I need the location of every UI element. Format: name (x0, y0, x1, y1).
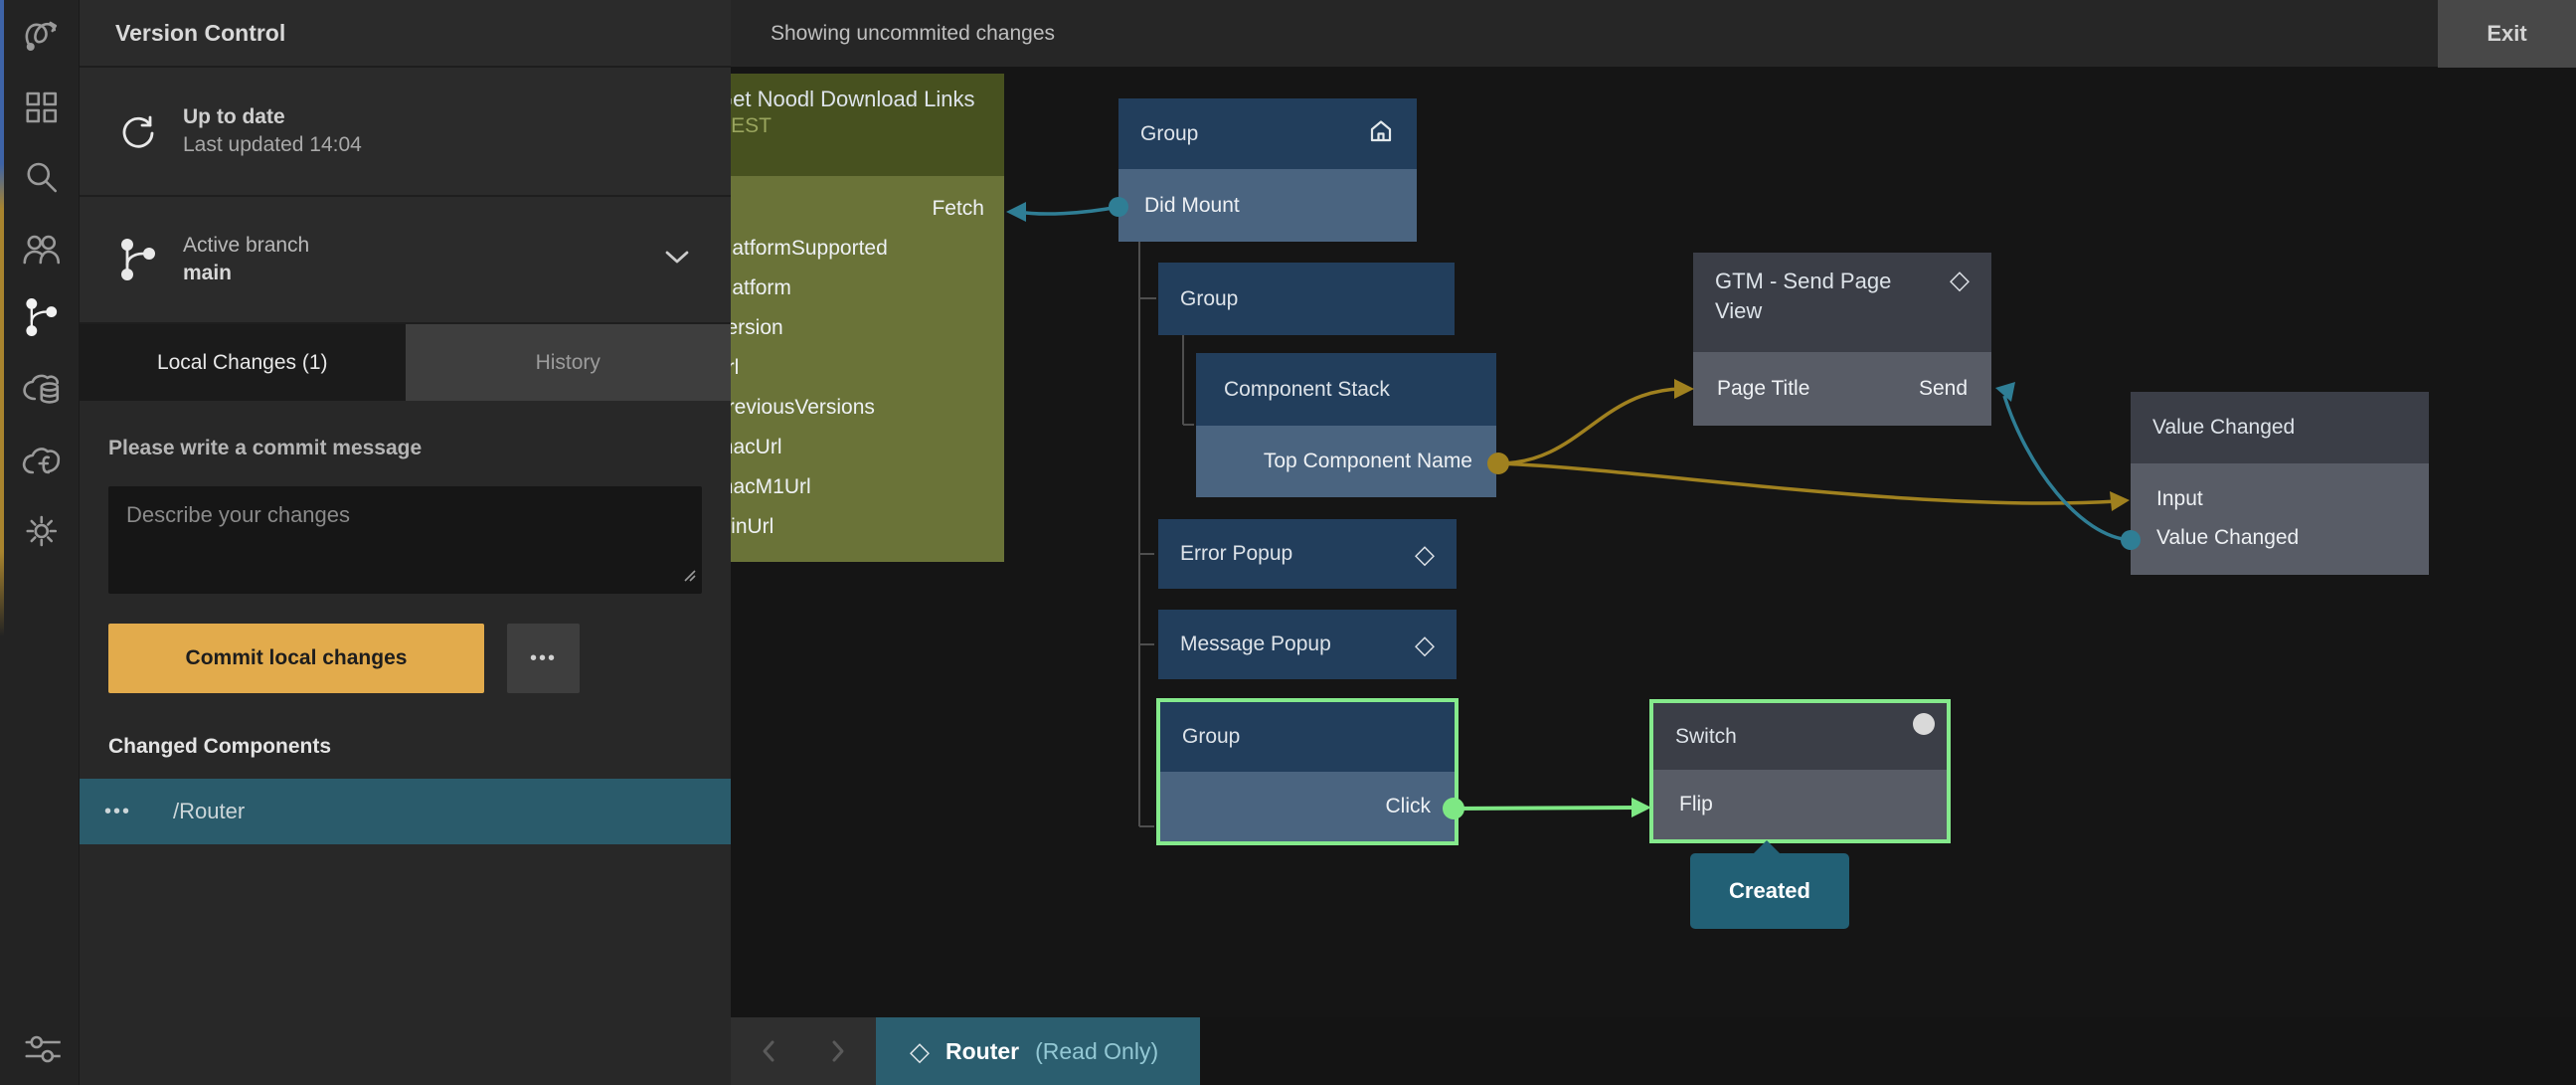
port-top-component-name[interactable]: Top Component Name (1263, 450, 1472, 472)
branch-name: main (183, 262, 233, 284)
port[interactable]: version (716, 316, 783, 339)
changed-components-heading: Changed Components (108, 735, 331, 758)
node-value-changed[interactable]: Value Changed Input Value Changed (2131, 392, 2429, 575)
port-value-changed[interactable]: Value Changed (2156, 525, 2300, 549)
sidebar-item-version-control[interactable] (19, 295, 63, 339)
refresh-icon[interactable] (115, 108, 161, 154)
port[interactable]: winUrl (716, 515, 774, 538)
git-branch-icon (115, 237, 161, 282)
sidebar-item-preferences[interactable] (19, 1026, 63, 1070)
panel-header: Version Control (80, 0, 731, 68)
topbar-status-text: Showing uncommited changes (771, 21, 1056, 45)
port[interactable]: macUrl (716, 436, 782, 458)
port[interactable]: url (696, 348, 1004, 388)
port-fetch[interactable]: Fetch (932, 197, 984, 220)
component-tab-name: Router (945, 1037, 1020, 1064)
created-badge: Created (1690, 840, 1849, 929)
commit-area: Please write a commit message Commit loc… (80, 437, 731, 693)
item-dots-icon[interactable]: ••• (104, 800, 132, 822)
node-title: Value Changed (2152, 416, 2296, 439)
port[interactable]: platformSupported (716, 237, 888, 260)
nav-history-segment (731, 1017, 876, 1085)
sidebar-item-cloud-data[interactable] (19, 368, 63, 412)
sidebar-item-collaboration[interactable] (19, 227, 63, 271)
node-rest[interactable]: Get Noodl Download Links REST Fetch plat… (696, 74, 1004, 562)
active-branch-section[interactable]: Active branch main (80, 197, 731, 324)
nav-forward-button[interactable] (820, 1034, 854, 1068)
node-title: Error Popup (1180, 542, 1293, 565)
node-gtm-send-page-view[interactable]: GTM - Send Page View ◇ Page Title Send (1693, 253, 1991, 426)
chevron-down-icon[interactable] (663, 249, 691, 271)
tab-history[interactable]: History (405, 324, 731, 401)
port[interactable]: platform (716, 276, 791, 299)
sidebar-item-settings[interactable] (19, 509, 63, 553)
node-title: Message Popup (1180, 633, 1331, 655)
sidebar-item-cloud-functions[interactable] (19, 439, 63, 482)
node-rest-header: Get Noodl Download Links REST (696, 74, 1004, 176)
exit-button[interactable]: Exit (2438, 0, 2576, 68)
more-options-button[interactable]: ••• (507, 624, 580, 693)
commit-button[interactable]: Commit local changes (108, 624, 484, 693)
node-subtitle: REST (716, 114, 773, 137)
sidebar-item-noodl-logo[interactable] (19, 12, 63, 56)
port-click[interactable]: Click (1385, 795, 1432, 817)
home-icon (1367, 117, 1395, 151)
node-title: GTM - Send Page View (1715, 269, 1892, 323)
version-control-panel: Version Control Up to date Last updated … (80, 0, 731, 1085)
component-diamond-icon: ◇ (1415, 630, 1435, 659)
changed-component-row[interactable]: ••• /Router (80, 779, 731, 844)
node-group-root[interactable]: Group Did Mount (1118, 98, 1417, 242)
component-diamond-icon: ◇ (1950, 265, 1970, 294)
sidebar-item-search[interactable] (19, 155, 63, 199)
node-switch[interactable]: Switch Flip (1649, 699, 1951, 843)
badge-pointer (1753, 840, 1781, 854)
node-title: Group (1180, 286, 1239, 310)
changed-component-name: /Router (173, 799, 246, 823)
port[interactable]: macM1Url (716, 475, 811, 498)
resize-handle[interactable] (681, 567, 697, 588)
node-title: Switch (1675, 724, 1737, 748)
branch-label: Active branch (183, 234, 310, 257)
commit-message-label: Please write a commit message (108, 437, 423, 459)
panel-title: Version Control (115, 19, 286, 46)
vc-tabs: Local Changes (1) History (80, 324, 731, 401)
sidebar-item-components-grid[interactable] (19, 86, 63, 129)
window-edge-accent (0, 0, 4, 1085)
canvas-footer-bar: ◇ Router (Read Only) (731, 1017, 2576, 1085)
component-diamond-icon: ◇ (1415, 539, 1435, 569)
node-error-popup[interactable]: Error Popup ◇ (1158, 519, 1457, 589)
component-tab-router[interactable]: ◇ Router (Read Only) (876, 1017, 1200, 1085)
node-rest-ports: Fetch platformSupported platform version… (696, 176, 1004, 562)
port-send[interactable]: Send (1918, 377, 1968, 400)
port-did-mount[interactable]: Did Mount (1144, 193, 1240, 217)
tab-local-changes[interactable]: Local Changes (1) (80, 324, 406, 401)
app-sidebar (0, 0, 80, 1085)
read-only-badge: (Read Only) (1035, 1037, 1159, 1064)
node-message-popup[interactable]: Message Popup ◇ (1158, 610, 1457, 679)
badge-label: Created (1729, 878, 1810, 903)
node-group-selected[interactable]: Group Click (1156, 698, 1459, 845)
node-group-child[interactable]: Group (1158, 263, 1455, 335)
node-title: Get Noodl Download Links (716, 87, 975, 111)
sync-status-section: Up to date Last updated 14:04 (80, 68, 731, 197)
component-diamond-icon: ◇ (910, 1036, 930, 1066)
sync-last-updated: Last updated 14:04 (183, 133, 362, 156)
nav-back-button[interactable] (753, 1034, 786, 1068)
port[interactable]: previousVersions (716, 396, 875, 419)
node-component-stack[interactable]: Component Stack Top Component Name (1196, 353, 1496, 497)
node-title: Group (1140, 121, 1199, 145)
topbar: Showing uncommited changes Exit (731, 0, 2576, 68)
sync-status: Up to date (183, 105, 285, 128)
port-page-title[interactable]: Page Title (1717, 377, 1810, 400)
status-dot (1913, 713, 1935, 735)
port-input[interactable]: Input (2156, 486, 2203, 510)
port-flip[interactable]: Flip (1679, 793, 1713, 815)
commit-message-input[interactable] (108, 486, 702, 594)
node-title: Component Stack (1224, 377, 1390, 401)
node-title: Group (1182, 725, 1241, 748)
